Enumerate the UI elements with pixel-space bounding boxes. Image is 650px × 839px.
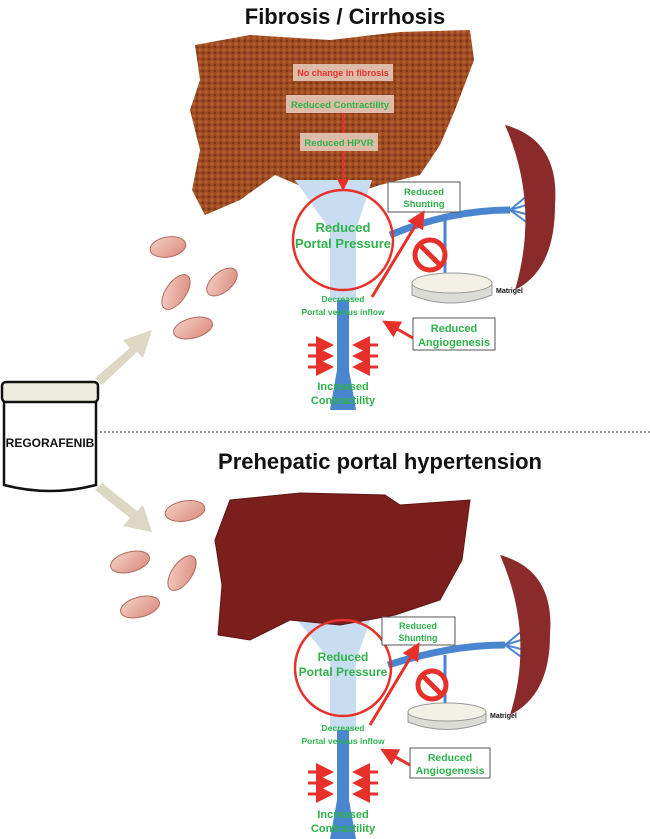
label-box-no-change-fibrosis [293, 64, 393, 81]
label-shunting-1: Reduced [404, 187, 444, 198]
portal-pressure-circle [291, 188, 395, 292]
label-inflow-2: Portal venous inflow [301, 307, 385, 317]
label-shunting-2-bottom: Shunting [399, 633, 438, 643]
portal-vein-bottom [293, 615, 538, 839]
label-angiogenesis-1: Reduced [431, 323, 477, 335]
drug-jar: REGORAFENIB [0, 380, 100, 493]
label-matrigel-top: Matrigel [496, 288, 523, 295]
compression-arrows-top [308, 336, 378, 376]
label-reduced-contractility: Reduced Contractility [291, 100, 390, 111]
label-shunting-2: Shunting [403, 199, 444, 210]
label-portal-pressure-1-bottom: Reduced [318, 650, 369, 664]
label-box-shunting [387, 181, 461, 213]
label-reduced-hpvr: Reduced HPVR [304, 138, 373, 149]
healthy-liver [214, 492, 471, 641]
title-prehepatic-portal-hypertension: Prehepatic portal hypertension [218, 449, 542, 474]
label-portal-pressure-1: Reduced [316, 220, 371, 235]
portal-pressure-circle-bottom [293, 618, 393, 718]
matrigel-disc-top [411, 272, 493, 304]
label-inflow-2-bottom: Portal venous inflow [301, 736, 385, 746]
arrow-to-bottom-panel [95, 483, 152, 532]
no-angiogenesis-icon [412, 237, 448, 273]
label-angiogenesis-2: Angiogenesis [418, 337, 490, 349]
label-box-reduced-contractility [286, 95, 394, 113]
label-shunting-1-bottom: Reduced [399, 621, 437, 631]
no-angiogenesis-icon-bottom [415, 668, 449, 702]
drug-label: REGORAFENIB [6, 436, 95, 450]
pills-bottom [110, 500, 206, 619]
compression-arrows-bottom [308, 763, 378, 803]
label-contractility-1: Increased [317, 381, 368, 393]
title-fibrosis-cirrhosis: Fibrosis / Cirrhosis [245, 4, 446, 29]
label-angiogenesis-2-bottom: Angiogenesis [416, 765, 485, 777]
label-angiogenesis-1-bottom: Reduced [428, 752, 472, 764]
spleen-top [505, 125, 556, 290]
label-portal-pressure-2-bottom: Portal Pressure [299, 665, 388, 679]
matrigel-disc-bottom [407, 702, 487, 730]
fibrotic-liver [190, 30, 474, 215]
spleen-bottom [500, 555, 551, 715]
label-box-reduced-hpvr [300, 133, 378, 151]
label-box-angiogenesis-bottom [409, 747, 491, 779]
label-box-angiogenesis [412, 317, 496, 351]
label-contractility-1-bottom: Increased [317, 809, 368, 821]
label-portal-pressure-2: Portal Pressure [295, 236, 391, 251]
label-matrigel-bottom: Matrigel [490, 713, 517, 720]
pills-top [149, 236, 238, 340]
label-no-change-fibrosis: No change in fibrosis [297, 68, 389, 78]
label-inflow-1-bottom: Decreased [321, 723, 364, 733]
label-contractility-2-bottom: Contractility [311, 823, 376, 835]
label-inflow-1: Decreased [321, 294, 364, 304]
arrow-to-top-panel [95, 330, 152, 385]
label-contractility-2: Contractility [311, 395, 376, 407]
